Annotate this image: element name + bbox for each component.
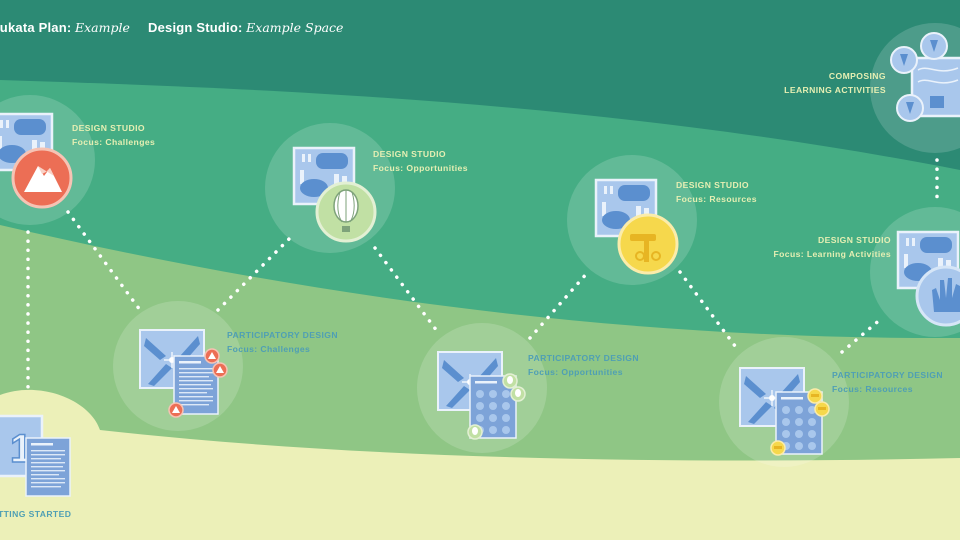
- studio-learning-label: DESIGN STUDIO Focus: Learning Activities: [773, 233, 891, 261]
- hammer-scissors-icon: [617, 213, 679, 275]
- studio-opportunities-title: DESIGN STUDIO: [373, 149, 447, 159]
- pd-challenges-focus: Focus: Challenges: [227, 344, 311, 354]
- hammer-scissors-icon: [770, 388, 830, 456]
- studio-resources-card[interactable]: [594, 178, 679, 275]
- plan-header: lukata Plan: Example: [0, 20, 130, 35]
- mountain-icon: [11, 147, 73, 209]
- pd-resources-card[interactable]: [739, 367, 830, 456]
- studio-opportunities-card[interactable]: [292, 146, 377, 243]
- pd-resources-label: PARTICIPATORY DESIGN Focus: Resources: [832, 368, 943, 396]
- studio-resources-label: DESIGN STUDIO Focus: Resources: [676, 178, 757, 206]
- pd-opportunities-card[interactable]: [437, 351, 526, 440]
- studio-header: Design Studio: Example Space: [148, 20, 343, 35]
- mountain-icon: [168, 348, 228, 418]
- studio-learning-title: DESIGN STUDIO: [817, 235, 891, 245]
- pd-opportunities-title: PARTICIPATORY DESIGN: [528, 353, 639, 363]
- pd-opportunities-focus: Focus: Opportunities: [528, 367, 623, 377]
- getting-started-card[interactable]: 1: [0, 414, 71, 497]
- pd-opportunities-label: PARTICIPATORY DESIGN Focus: Opportunitie…: [528, 351, 639, 379]
- plan-value: Example: [75, 20, 130, 35]
- studio-value: Example Space: [246, 20, 344, 35]
- studio-opportunities-focus: Focus: Opportunities: [373, 163, 468, 173]
- pd-resources-focus: Focus: Resources: [832, 384, 913, 394]
- getting-started-label: TTING STARTED: [0, 507, 71, 521]
- studio-resources-focus: Focus: Resources: [676, 194, 757, 204]
- studio-opportunities-label: DESIGN STUDIO Focus: Opportunities: [373, 147, 468, 175]
- pd-resources-title: PARTICIPATORY DESIGN: [832, 370, 943, 380]
- hand-icon: [915, 265, 960, 327]
- composing-label: COMPOSING LEARNING ACTIVITIES: [784, 69, 886, 97]
- studio-challenges-label: DESIGN STUDIO Focus: Challenges: [72, 121, 155, 149]
- hot-air-balloon-icon: [467, 373, 526, 440]
- composing-learning-activities[interactable]: [890, 32, 960, 122]
- composing-line1: COMPOSING: [828, 71, 886, 81]
- pd-challenges-card[interactable]: [139, 329, 228, 418]
- studio-learning-focus: Focus: Learning Activities: [773, 249, 891, 259]
- studio-label: Design Studio:: [148, 20, 243, 35]
- studio-challenges-card[interactable]: [0, 112, 73, 209]
- background-cream-band: [0, 389, 960, 540]
- pd-challenges-label: PARTICIPATORY DESIGN Focus: Challenges: [227, 328, 338, 356]
- getting-started-title: TTING STARTED: [0, 509, 72, 519]
- dotted-path: [26, 158, 939, 390]
- hot-air-balloon-icon: [315, 181, 377, 243]
- studio-challenges-focus: Focus: Challenges: [72, 137, 156, 147]
- plan-label: lukata Plan:: [0, 20, 72, 35]
- studio-learning-card[interactable]: [896, 230, 960, 327]
- studio-challenges-title: DESIGN STUDIO: [72, 123, 146, 133]
- composing-line2: LEARNING ACTIVITIES: [784, 85, 886, 95]
- pd-challenges-title: PARTICIPATORY DESIGN: [227, 330, 338, 340]
- studio-resources-title: DESIGN STUDIO: [676, 180, 750, 190]
